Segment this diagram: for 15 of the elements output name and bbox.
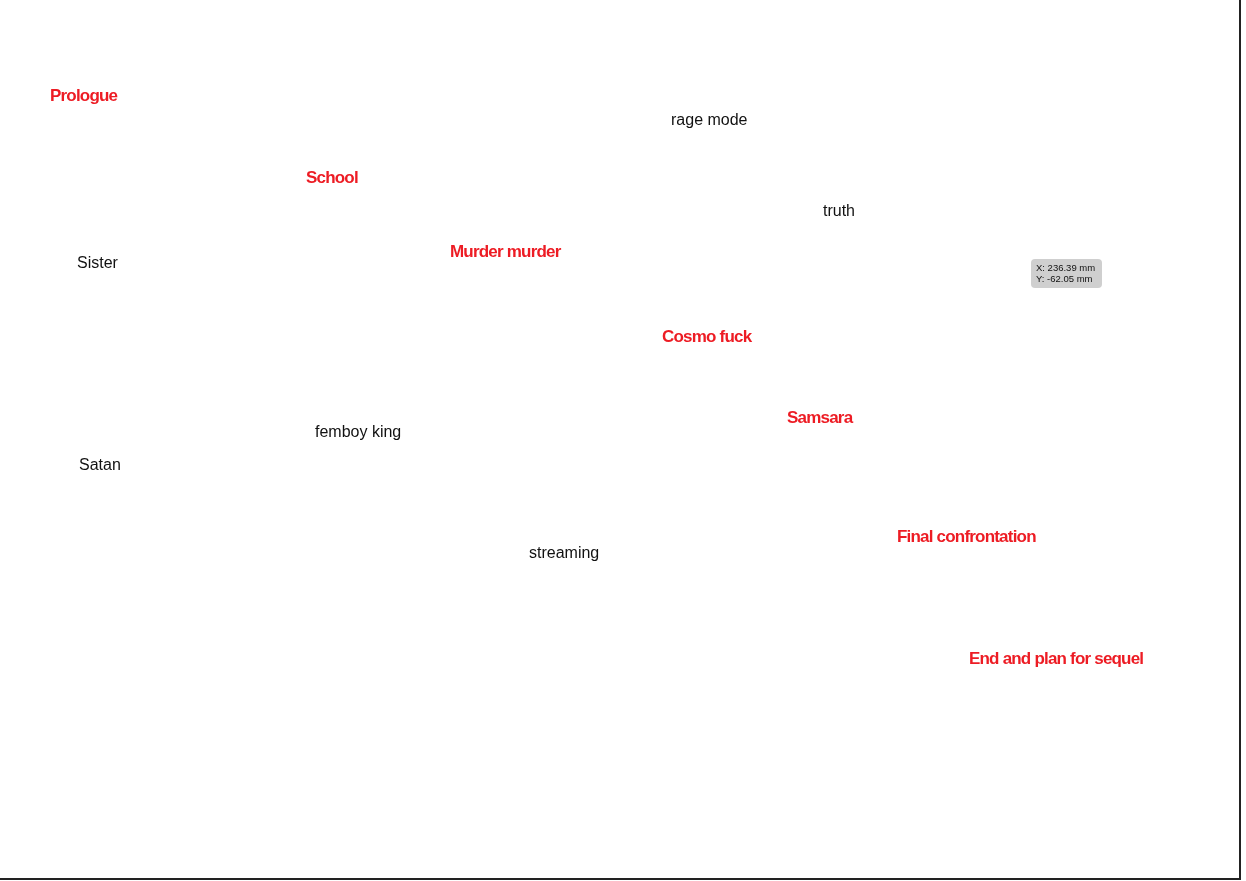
- note-text: Sister: [77, 253, 118, 273]
- chapter-heading: Final confrontation: [897, 527, 1036, 547]
- chapter-heading: Cosmo fuck: [662, 327, 752, 347]
- chapter-heading: Prologue: [50, 86, 118, 106]
- note-text: femboy king: [315, 422, 402, 442]
- note-text: truth: [823, 201, 855, 221]
- chapter-heading: School: [306, 168, 358, 188]
- coordinate-readout: X: 236.39 mm: [1036, 262, 1096, 273]
- note-text: rage mode: [671, 110, 748, 130]
- note-text: Satan: [79, 455, 121, 475]
- chapter-heading: Samsara: [787, 408, 853, 428]
- coordinate-readout: Y: -62.05 mm: [1036, 273, 1093, 284]
- chapter-heading: Murder murder: [450, 242, 561, 262]
- note-text: streaming: [529, 543, 600, 563]
- chapter-heading: End and plan for sequel: [969, 649, 1144, 669]
